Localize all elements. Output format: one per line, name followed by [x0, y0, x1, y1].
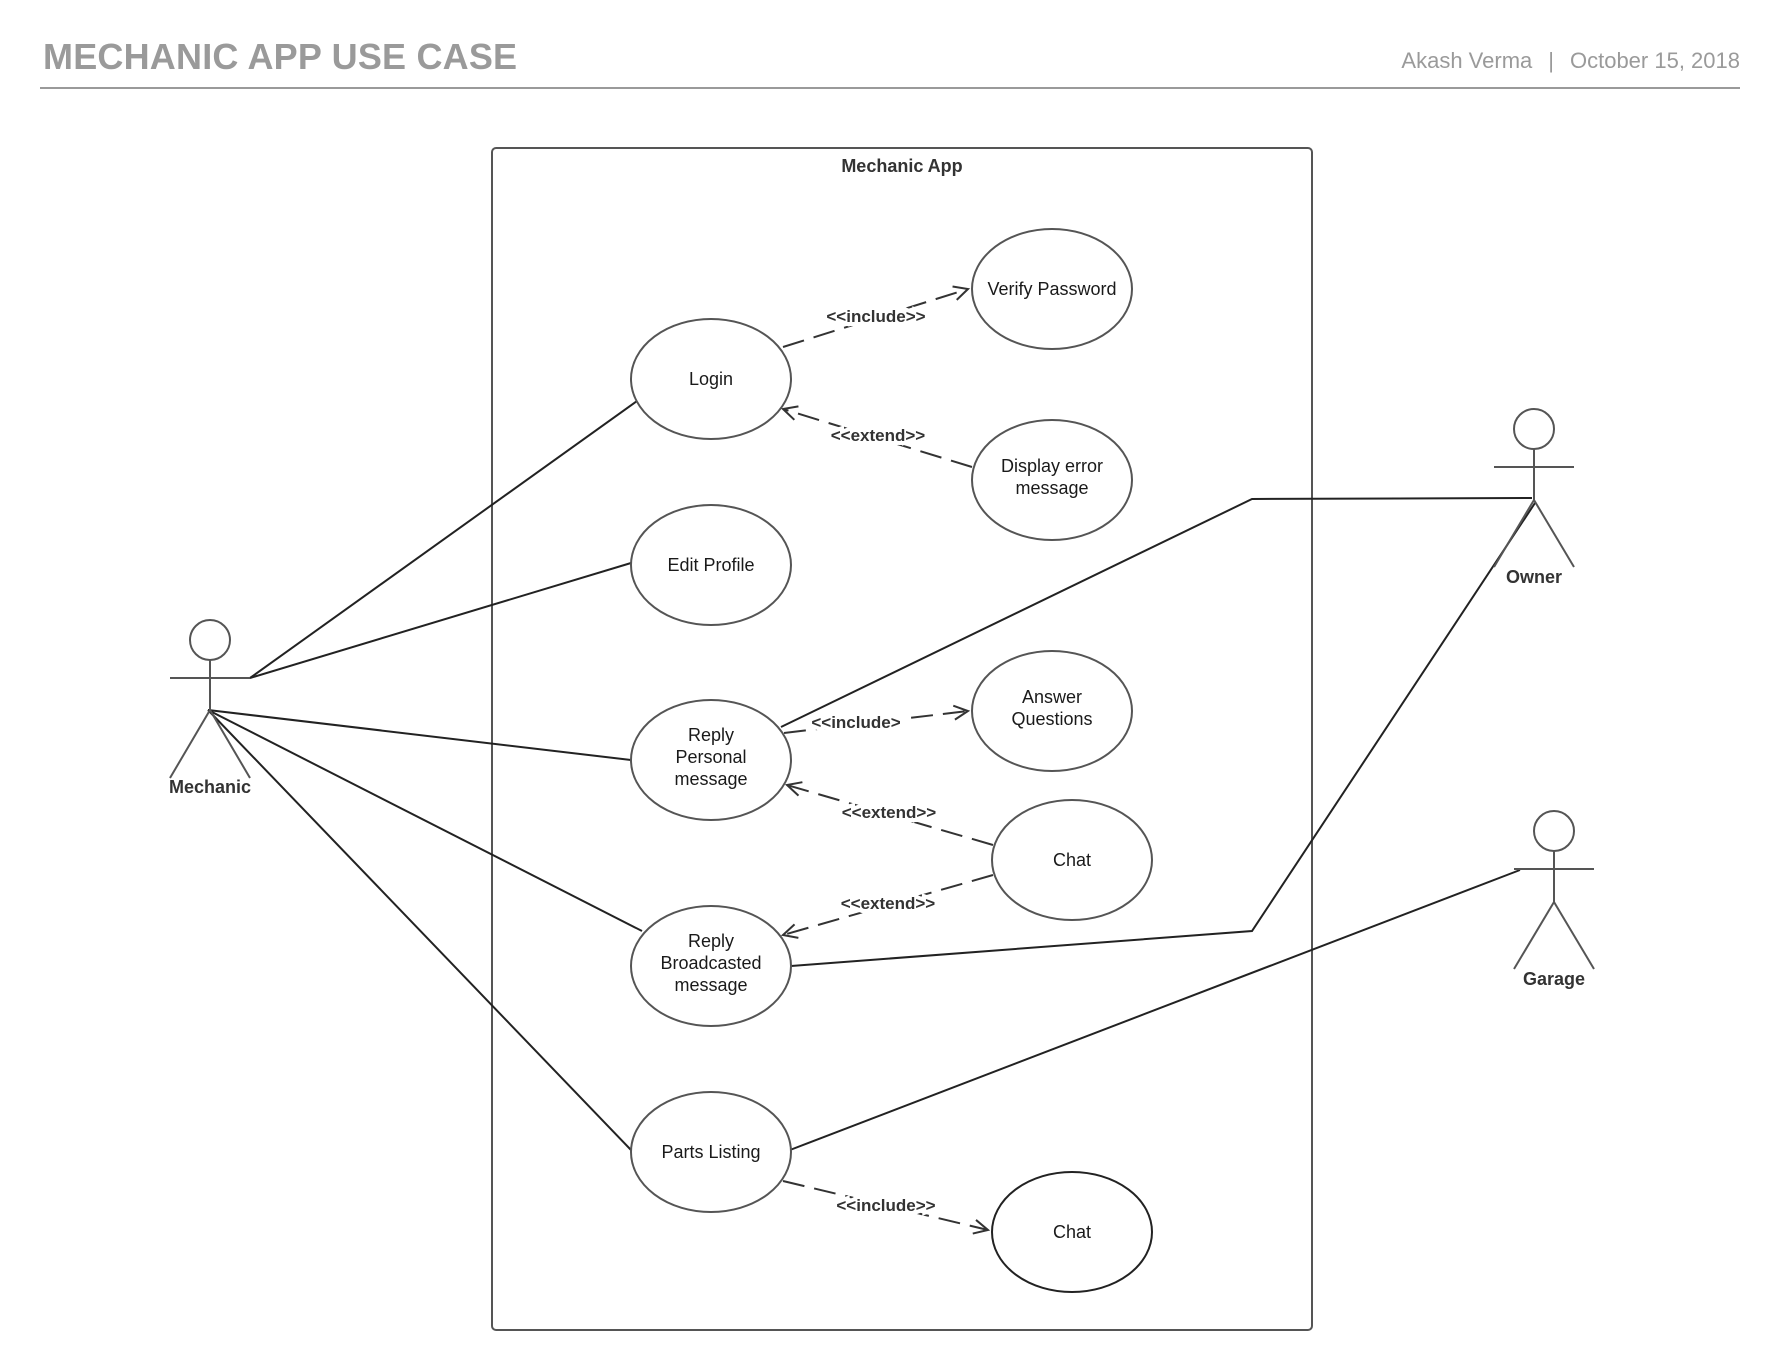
author-name: Akash Verma	[1401, 48, 1533, 73]
stereotype-extend: <<extend>>	[842, 803, 937, 822]
use-case-label: Parts Listing	[661, 1142, 760, 1162]
dependencies	[780, 285, 994, 1235]
association-owner-reply-personal-message[interactable]	[780, 497, 1533, 728]
use-case-label: Reply	[688, 725, 734, 745]
use-case-label: Verify Password	[987, 279, 1116, 299]
use-case-label: Edit Profile	[667, 555, 754, 575]
use-case-ellipse[interactable]	[971, 228, 1133, 350]
actor-head[interactable]	[1533, 810, 1575, 852]
use-case-display-error-message[interactable]: Display error message	[971, 419, 1133, 541]
actor-label: Garage	[1523, 969, 1585, 989]
page-title: MECHANIC APP USE CASE	[43, 36, 518, 77]
system-label: Mechanic App	[841, 156, 962, 176]
use-case-ellipse[interactable]	[991, 799, 1153, 921]
use-case-login[interactable]: Login	[630, 318, 792, 440]
actor-right-leg	[1533, 499, 1575, 568]
actor-right-leg	[209, 709, 251, 779]
association-owner-reply-broadcasted-message[interactable]	[790, 502, 1536, 967]
use-case-ellipse[interactable]	[630, 318, 792, 440]
extend-chat-reply-personal[interactable]	[784, 781, 994, 846]
extend-chat-reply-broadcasted[interactable]	[780, 874, 994, 939]
use-case-ellipse[interactable]	[630, 699, 792, 821]
use-case-label: Chat	[1053, 850, 1091, 870]
use-case-ellipse[interactable]	[630, 905, 792, 1027]
use-case-label: Chat	[1053, 1222, 1091, 1242]
use-case-ellipse[interactable]	[971, 419, 1133, 541]
actor-owner[interactable]: Owner	[1493, 408, 1575, 587]
actor-left-leg	[1493, 499, 1535, 568]
actor-garage[interactable]: Garage	[1513, 810, 1595, 989]
stereotype-include: <<include>>	[836, 1196, 935, 1215]
header-rule	[40, 87, 1740, 89]
page-meta: Akash Verma | October 15, 2018	[1401, 48, 1740, 74]
use-case-label: Questions	[1011, 709, 1092, 729]
association-mechanic-parts-listing[interactable]	[207, 709, 632, 1151]
document-date: October 15, 2018	[1569, 48, 1740, 73]
actor-label: Mechanic	[169, 777, 251, 797]
association-mechanic-edit-profile[interactable]	[249, 562, 632, 679]
extend-display-error-login[interactable]	[780, 405, 973, 468]
use-case-chat[interactable]: Chat	[991, 1171, 1153, 1293]
use-case-reply-personal-message[interactable]: Reply Personal message	[630, 699, 792, 821]
use-case-label: Broadcasted	[660, 953, 761, 973]
use-case-ellipse[interactable]	[630, 504, 792, 626]
include-parts-listing-chat[interactable]	[782, 1180, 991, 1235]
use-case-label: message	[674, 975, 747, 995]
actor-label: Owner	[1506, 567, 1562, 587]
use-case-label: Personal	[675, 747, 746, 767]
actor-head[interactable]	[189, 619, 231, 661]
page-header: MECHANIC APP USE CASE Akash Verma | Octobe…	[40, 30, 1740, 90]
actor-head[interactable]	[1513, 408, 1555, 450]
use-case-ellipse[interactable]	[630, 1091, 792, 1213]
use-case-label: message	[1015, 478, 1088, 498]
use-case-parts-listing[interactable]: Parts Listing	[630, 1091, 792, 1213]
stereotype-labels: <<include>> <<extend>> <<include> <<exte…	[807, 303, 940, 1219]
use-case-ellipse[interactable]	[991, 1171, 1153, 1293]
actor-mechanic[interactable]: Mechanic	[169, 619, 251, 797]
include-login-verify-password[interactable]	[782, 285, 971, 348]
use-case-ellipse[interactable]	[971, 650, 1133, 772]
association-mechanic-login[interactable]	[249, 400, 638, 679]
association-garage-parts-listing[interactable]	[789, 869, 1521, 1151]
use-case-reply-broadcasted-message[interactable]: Reply Broadcasted message	[630, 905, 792, 1027]
use-case-label: Display error	[1001, 456, 1103, 476]
stereotype-extend: <<extend>>	[831, 426, 926, 445]
use-case-label: Answer	[1022, 687, 1082, 707]
stereotype-include: <<include>>	[826, 307, 925, 326]
stereotype-include: <<include>	[811, 713, 900, 732]
use-case-label: message	[674, 769, 747, 789]
stereotype-extend: <<extend>>	[841, 894, 936, 913]
actor-right-leg	[1553, 901, 1595, 970]
association-mechanic-reply-personal-message[interactable]	[207, 709, 632, 761]
use-case-edit-profile[interactable]: Edit Profile	[630, 504, 792, 626]
actor-left-leg	[1513, 901, 1555, 970]
associations	[207, 400, 1536, 1151]
use-case-verify-password[interactable]: Verify Password	[971, 228, 1133, 350]
association-mechanic-reply-broadcasted-message[interactable]	[207, 709, 643, 932]
use-case-label: Login	[689, 369, 733, 389]
use-case-chat[interactable]: Chat	[991, 799, 1153, 921]
use-case-label: Reply	[688, 931, 734, 951]
use-case-answer-questions[interactable]: Answer Questions	[971, 650, 1133, 772]
system-boundary	[491, 147, 1313, 1331]
actor-left-leg	[169, 709, 211, 779]
meta-separator: |	[1548, 48, 1554, 73]
